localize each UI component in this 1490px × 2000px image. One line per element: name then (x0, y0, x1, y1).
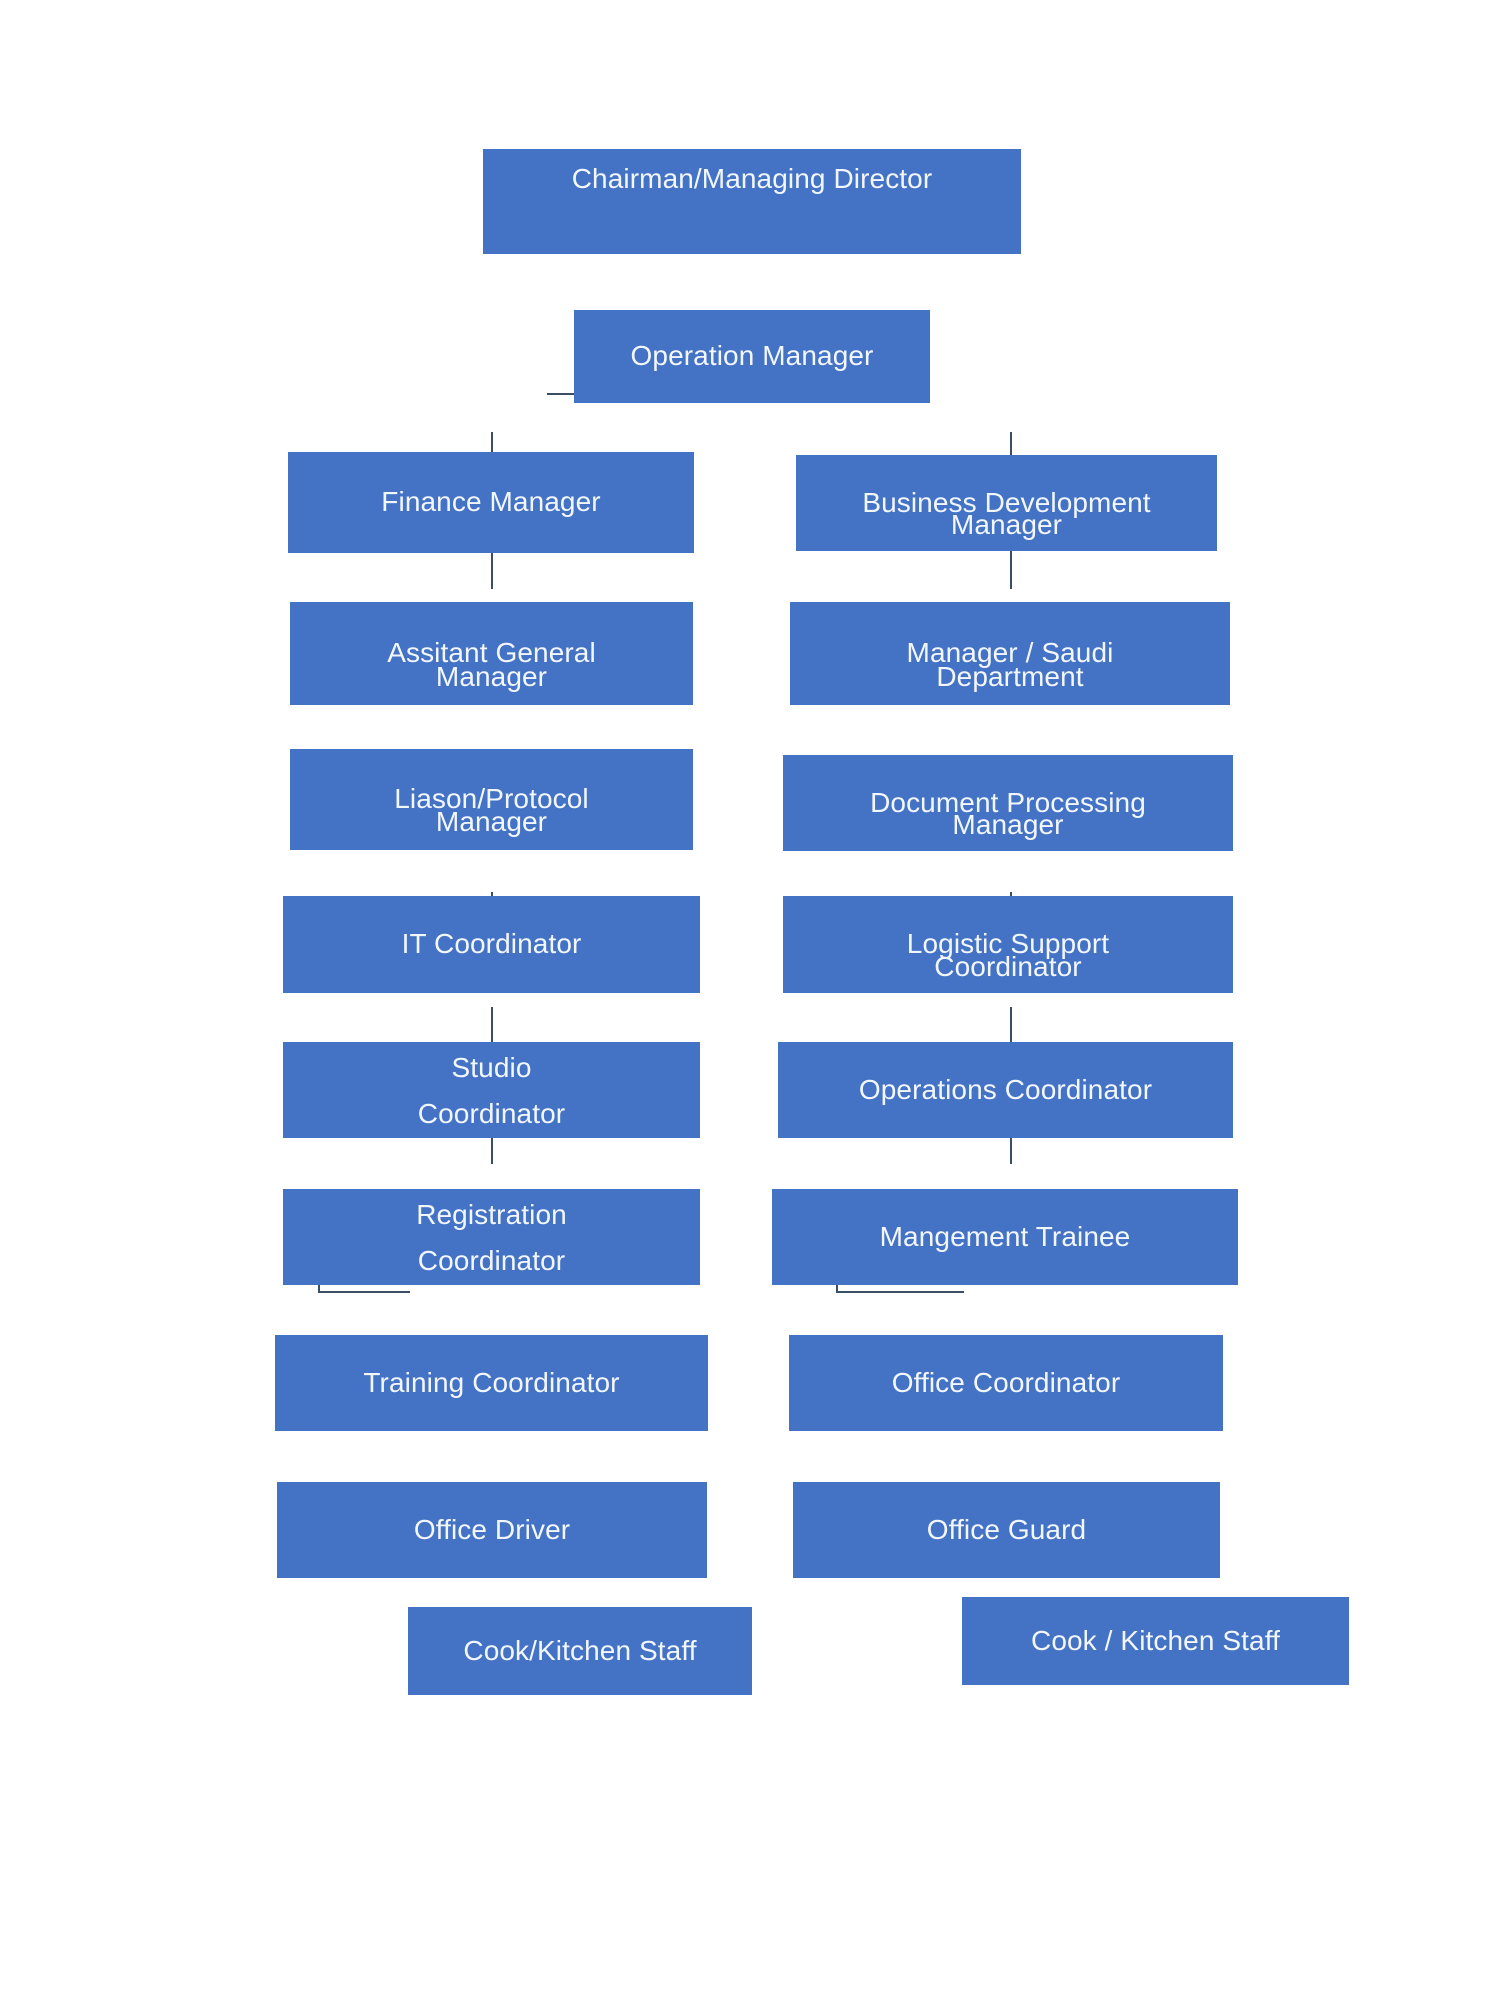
node-label: Finance Manager (381, 486, 601, 518)
node-label-line1: Business Development (862, 486, 1151, 518)
node-label-line2: Manager (952, 808, 1064, 840)
node-label: Office Coordinator (891, 1366, 1121, 1398)
node-office-driver[interactable]: Office Driver (277, 1482, 707, 1578)
node-studio-coordinator[interactable]: Studio (283, 1042, 700, 1138)
node-document-processing-manager[interactable]: Document Processing (783, 755, 1233, 851)
node-operation-manager[interactable]: Operation Manager (574, 310, 930, 403)
node-logistic-support-coordinator-line2: Coordinator (783, 896, 1233, 993)
node-assistant-general-manager[interactable]: Assitant General (290, 602, 693, 705)
node-assistant-general-manager-line2: Manager (290, 602, 693, 705)
node-label-line1: Assitant General (387, 637, 596, 669)
node-office-coordinator[interactable]: Office Coordinator (789, 1335, 1223, 1431)
node-business-development-manager[interactable]: Business Development (796, 455, 1217, 551)
connector-saudi-to-docproc (1010, 547, 1012, 589)
node-cook-kitchen-staff-left[interactable]: Cook/Kitchen Staff (408, 1607, 752, 1695)
node-label-line2: Manager (435, 660, 548, 692)
connector-officecoord-to-guard (1010, 1122, 1012, 1164)
node-business-development-manager-line2: Manager (796, 455, 1217, 551)
node-manager-saudi-department-line2: Department (790, 602, 1230, 705)
node-registration-coordinator-line2: Coordinator (283, 1189, 700, 1285)
node-label: Cook / Kitchen Staff (1031, 1624, 1280, 1656)
node-label: Office Driver (413, 1513, 571, 1545)
node-liason-protocol-manager[interactable]: Liason/Protocol (290, 749, 693, 850)
node-label: Operations Coordinator (858, 1073, 1153, 1105)
node-chairman-managing-director[interactable]: Chairman/Managing Director (483, 149, 1021, 254)
node-label-line1: Manager / Saudi (906, 637, 1114, 669)
connector-trainee-to-officecoord (1010, 1007, 1012, 1049)
node-it-coordinator[interactable]: IT Coordinator (283, 896, 700, 993)
node-cook-kitchen-staff-right[interactable]: Cook / Kitchen Staff (962, 1597, 1349, 1685)
node-label-line2: Coordinator (417, 1097, 566, 1129)
node-logistic-support-coordinator[interactable]: Logistic Support (783, 896, 1233, 993)
node-finance-manager[interactable]: Finance Manager (288, 452, 694, 553)
node-label-line1: Registration (416, 1199, 567, 1230)
connector-agm-to-liason (491, 547, 493, 589)
node-liason-protocol-manager-line2: Manager (290, 749, 693, 850)
node-training-coordinator[interactable]: Training Coordinator (275, 1335, 708, 1431)
node-label: Cook/Kitchen Staff (463, 1634, 697, 1666)
connector-training-to-driver (491, 1122, 493, 1164)
node-registration-coordinator[interactable]: Registration (283, 1189, 700, 1285)
connector-registration-to-training (491, 1007, 493, 1049)
node-label-line1: Document Processing (870, 786, 1146, 818)
node-studio-coordinator-line2: Coordinator (283, 1042, 700, 1138)
node-manager-saudi-department[interactable]: Manager / Saudi (790, 602, 1230, 705)
node-label-line1: Logistic Support (906, 928, 1110, 960)
connector-guard-to-cookright-horizontal (836, 1291, 964, 1293)
node-label-line2: Coordinator (934, 950, 1082, 982)
node-label: Mangement Trainee (879, 1220, 1131, 1252)
node-mangement-trainee[interactable]: Mangement Trainee (772, 1189, 1238, 1285)
node-label-line1: Liason/Protocol (394, 783, 589, 815)
node-label-line2: Manager (435, 805, 548, 837)
connector-driver-to-cookleft-horizontal (318, 1291, 410, 1293)
node-label-line2: Coordinator (417, 1244, 566, 1276)
node-label: Operation Manager (630, 340, 874, 372)
node-label: IT Coordinator (401, 928, 582, 960)
node-label-line2: Manager (950, 508, 1063, 540)
node-office-guard[interactable]: Office Guard (793, 1482, 1220, 1578)
node-label: Office Guard (926, 1513, 1087, 1545)
node-document-processing-manager-line2: Manager (783, 755, 1233, 851)
node-operations-coordinator[interactable]: Operations Coordinator (778, 1042, 1233, 1138)
connector-bizdev-to-saudi (1010, 432, 1012, 474)
node-label-line2: Department (936, 660, 1084, 692)
node-label-line1: Studio (451, 1052, 532, 1083)
node-label: Training Coordinator (363, 1366, 620, 1398)
node-label: Chairman/Managing Director (571, 163, 933, 194)
